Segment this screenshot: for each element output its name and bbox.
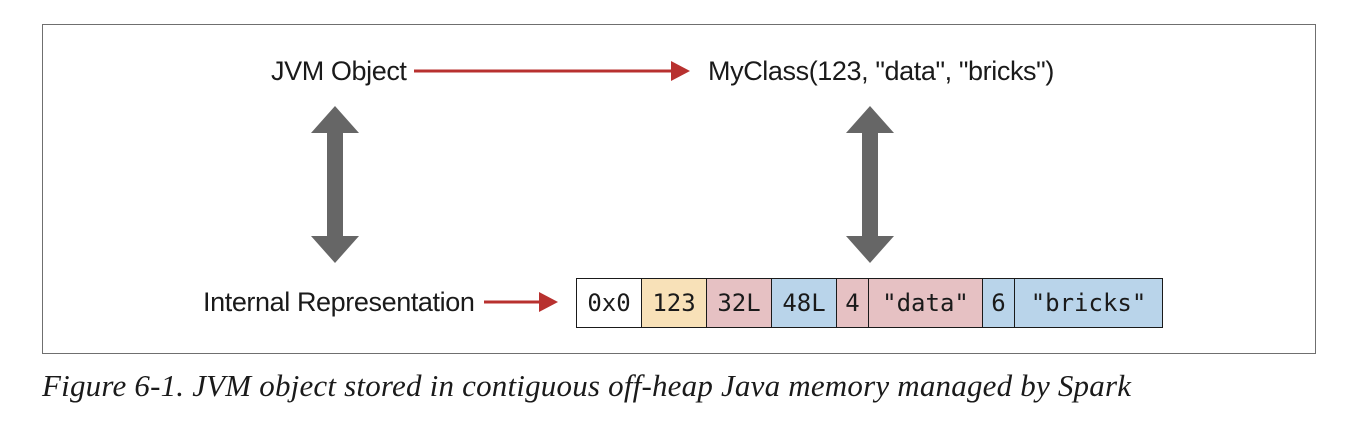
memory-cell-string-data: "data" [869,279,983,327]
memory-cell-int-value: 123 [642,279,707,327]
memory-layout-row: 0x0 123 32L 48L 4 "data" 6 "bricks" [576,278,1163,328]
memory-cell-string-bricks: "bricks" [1015,279,1162,327]
arrow-internal-to-memory [484,292,558,312]
figure-caption: Figure 6-1. JVM object stored in contigu… [42,368,1132,403]
memory-cell-offset-bricks: 48L [772,279,837,327]
double-arrow-left [311,106,359,263]
diagram-frame [42,24,1316,354]
memory-cell-length-data: 4 [837,279,869,327]
myclass-instance-label: MyClass(123, "data", "bricks") [708,56,1054,86]
arrow-jvm-to-myclass [414,61,690,81]
double-arrow-right [846,106,894,263]
jvm-object-label: JVM Object [271,56,407,86]
memory-cell-length-bricks: 6 [983,279,1015,327]
internal-representation-label: Internal Representation [203,287,475,317]
memory-cell-offset-data: 32L [707,279,772,327]
memory-cell-header: 0x0 [577,279,642,327]
